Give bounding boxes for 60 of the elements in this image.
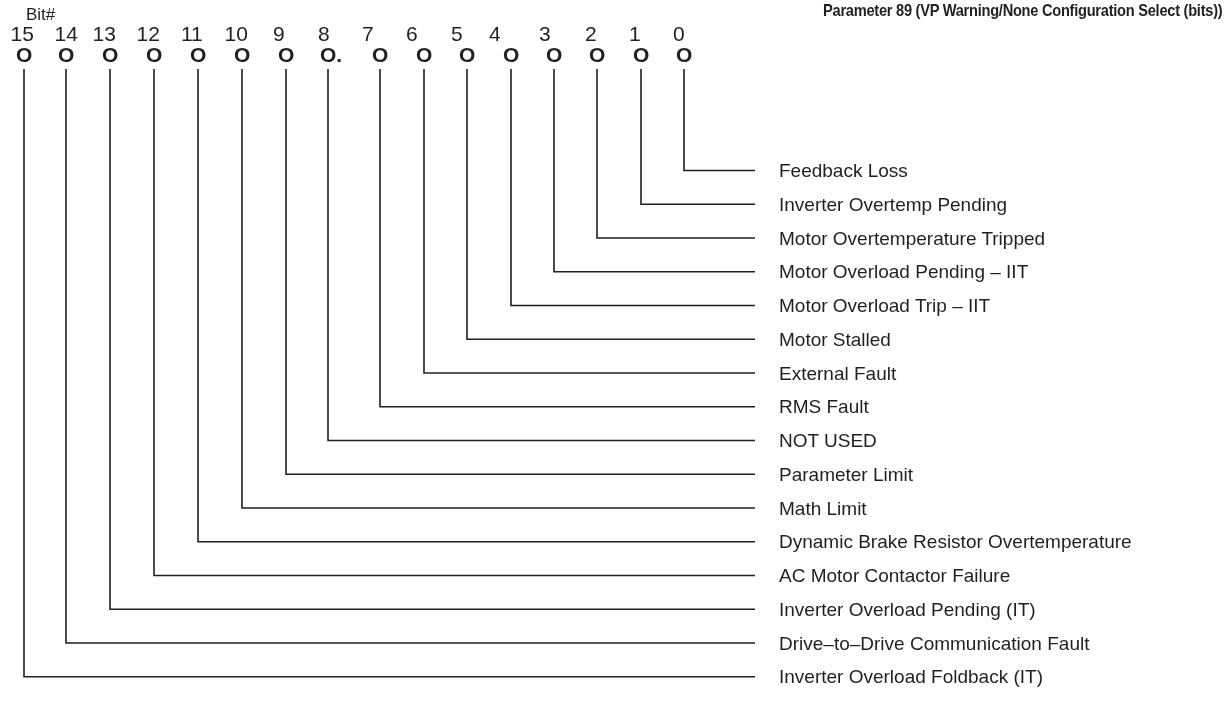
bit-marker: O [102, 44, 119, 65]
bit-description: Inverter Overtemp Pending [779, 194, 1008, 214]
bit-marker: O [416, 44, 433, 65]
bit-description: Math Limit [779, 498, 867, 518]
diagram-title: Parameter 89 (VP Warning/None Configuration Select (bits)) [822, 2, 1222, 19]
bit-marker: O [503, 44, 520, 65]
bit-number: 8 [318, 23, 330, 44]
bit-number: 2 [585, 23, 597, 44]
bit-description: Inverter Overload Foldback (IT) [779, 667, 1043, 687]
column-heading: Bit# [26, 6, 56, 23]
bit-number: 13 [92, 23, 116, 44]
leader-line [423, 68, 756, 374]
bit-number: 4 [489, 23, 501, 44]
bit-marker: O. [320, 44, 343, 65]
bit-marker: O [234, 44, 251, 65]
bit-marker: O [676, 44, 693, 65]
bit-number: 3 [539, 23, 551, 44]
leader-line [683, 68, 756, 172]
bit-marker: O [16, 44, 33, 65]
bit-description: Inverter Overload Pending (IT) [779, 599, 1036, 619]
bit-marker: O [190, 44, 207, 65]
bit-number: 14 [54, 23, 78, 44]
bit-number: 5 [451, 23, 463, 44]
leader-line [510, 68, 756, 307]
leader-line [466, 68, 756, 341]
bit-marker: O [546, 44, 563, 65]
bit-number: 0 [673, 23, 685, 44]
bit-description: AC Motor Contactor Failure [779, 566, 1011, 585]
leader-line [640, 68, 756, 206]
bit-number: 9 [273, 23, 285, 44]
bit-number: 12 [136, 23, 160, 44]
bit-description: Motor Overtemperature Tripped [779, 228, 1046, 248]
bit-description: External Fault [779, 363, 897, 383]
bit-description: Motor Stalled [779, 329, 891, 349]
bit-number: 1 [629, 23, 641, 44]
leader-line [327, 68, 756, 442]
bit-number: 6 [406, 23, 418, 44]
bit-marker: O [372, 44, 389, 65]
bit-marker: O [633, 44, 650, 65]
bit-number: 11 [181, 23, 203, 44]
bit-marker: O [278, 44, 295, 65]
bit-marker: O [459, 44, 476, 65]
bit-description: Feedback Loss [779, 161, 908, 180]
bit-number: 10 [224, 23, 248, 44]
leader-line [553, 68, 756, 273]
bit-marker: O [589, 44, 606, 65]
leader-line [379, 68, 756, 408]
bit-description: RMS Fault [779, 397, 869, 417]
bit-marker: O [58, 44, 75, 65]
bit-description: Parameter Limit [779, 464, 914, 484]
bit-marker: O [146, 44, 163, 65]
leader-line [596, 68, 756, 239]
bit-description: Motor Overload Trip – IIT [779, 296, 991, 315]
bit-description: Drive–to–Drive Communication Fault [779, 633, 1090, 653]
bit-number: 15 [10, 23, 34, 44]
bit-description: Motor Overload Pending – IIT [779, 262, 1029, 282]
bit-description: Dynamic Brake Resistor Overtemperature [779, 532, 1132, 552]
bit-number: 7 [362, 23, 374, 44]
bit-description: NOT USED [779, 431, 877, 450]
leader-line [285, 68, 756, 476]
